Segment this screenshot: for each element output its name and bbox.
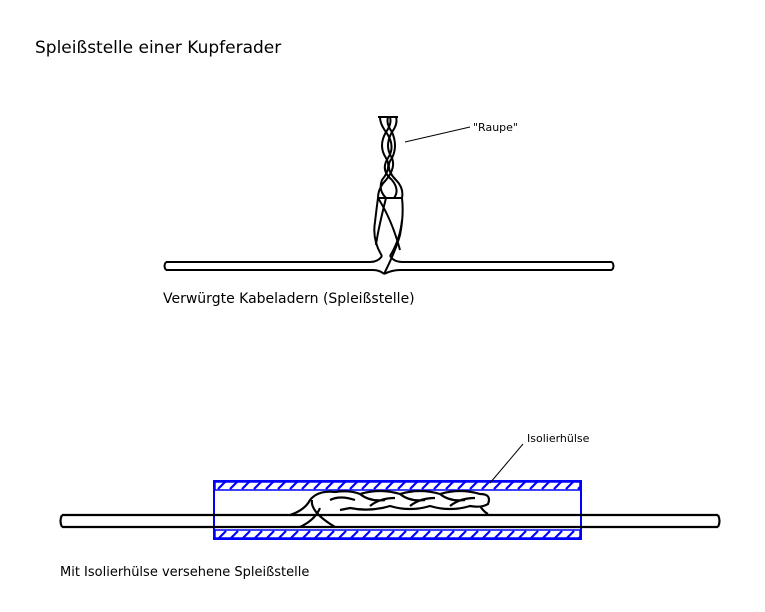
figure1-caption: Verwürgte Kabeladern (Spleißstelle) [163,291,415,307]
sleeve-leader-line [489,443,524,484]
wire-with-twist [59,489,721,529]
sleeve-label: Isolierhülse [527,432,590,445]
horizontal-wire [163,255,615,275]
diagram-title: Spleißstelle einer Kupferader [35,38,281,58]
figure2-caption: Mit Isolierhülse versehene Spleißstelle [60,565,309,580]
twisted-wires-figure [163,116,615,275]
raupe-leader-line [404,126,471,143]
insulated-splice-figure [59,443,721,540]
insulation-sleeve [213,480,582,540]
twisted-strand-raupe [373,116,404,275]
raupe-label: "Raupe" [473,121,518,134]
